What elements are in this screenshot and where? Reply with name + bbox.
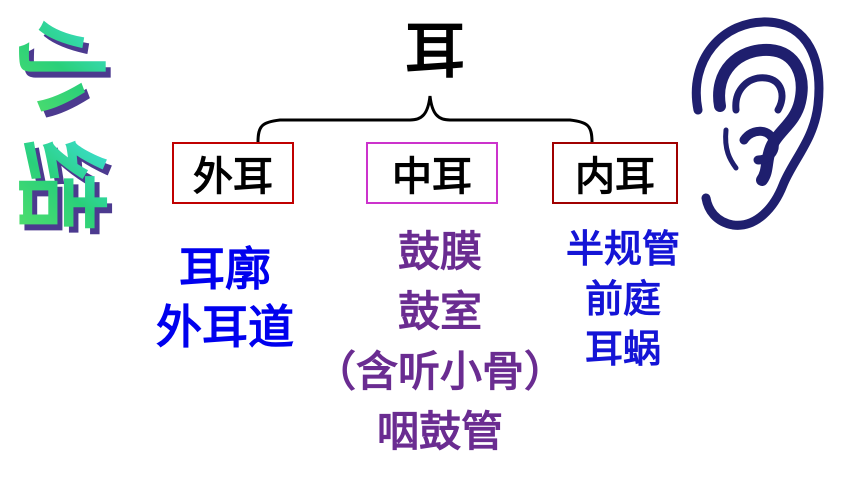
middle-ear-label: 中耳 (392, 154, 472, 200)
list-item: 耳廓 (179, 242, 271, 296)
summary-char-1: 小 (14, 26, 118, 118)
root-title: 耳 (405, 17, 465, 87)
list-item: 鼓室 (397, 287, 482, 336)
summary-wordart: 小 小 结 结 (14, 20, 118, 238)
middle-ear-box: 中耳 (366, 142, 498, 204)
ear-illustration (691, 17, 824, 230)
list-item: 半规管 (565, 227, 680, 271)
list-item: （含听小骨） (313, 347, 566, 396)
list-item: 前庭 (584, 277, 661, 321)
summary-char-1-front: 小 (14, 20, 113, 112)
inner-ear-box: 内耳 (552, 142, 678, 204)
list-item: 耳蜗 (584, 327, 661, 371)
brace-connector (256, 95, 594, 144)
list-item: 鼓膜 (397, 227, 482, 276)
summary-char-2-front: 结 (14, 140, 113, 232)
outer-ear-box: 外耳 (172, 142, 294, 204)
outer-ear-label: 外耳 (193, 154, 273, 200)
inner-ear-list: 半规管 前庭 耳蜗 (548, 224, 698, 374)
outer-ear-list: 耳廓 外耳道 (130, 240, 320, 356)
list-item: 咽鼓管 (376, 407, 503, 456)
middle-ear-list: 鼓膜 鼓室 （含听小骨） 咽鼓管 (290, 222, 590, 462)
summary-char-2: 结 (14, 146, 118, 238)
list-item: 外耳道 (156, 300, 294, 354)
inner-ear-label: 内耳 (575, 154, 655, 200)
